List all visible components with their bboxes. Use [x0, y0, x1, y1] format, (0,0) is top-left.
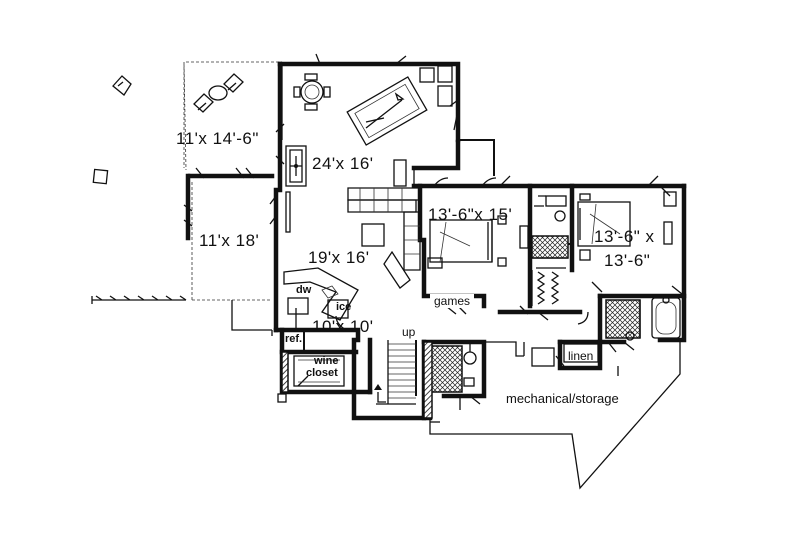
stepping-stone-icon	[112, 75, 132, 96]
staircase	[374, 340, 416, 405]
bed-icon	[577, 201, 631, 247]
stairs-up-label: up	[402, 325, 416, 339]
game-room-furniture	[285, 65, 453, 233]
bedroom-1-label: 13'-6"x 15'	[428, 205, 513, 224]
mechanical-storage-label: mechanical/storage	[506, 391, 619, 406]
wine-label: wine	[314, 355, 339, 367]
family-room-furniture	[283, 187, 421, 321]
patio-furniture-icon	[193, 73, 244, 113]
bed-icon	[429, 219, 493, 263]
patio-left-label: 11'x 18'	[199, 231, 260, 250]
upper-patio-outline	[183, 61, 283, 171]
pool-table-icon	[346, 76, 428, 146]
bedroom-2-label-line2: 13'-6"	[604, 251, 651, 270]
coffee-table-icon	[361, 223, 385, 247]
games-closet-label: games	[430, 294, 475, 308]
fireplace-icon	[285, 145, 307, 187]
family-room-label: 19'x 16'	[308, 248, 370, 267]
dishwasher-label: dw	[296, 284, 312, 296]
bedroom-2-label-line1: 13'-6" x	[594, 227, 655, 246]
bedroom-1-furniture	[427, 215, 529, 269]
stair-bath	[423, 341, 477, 419]
patio-top-label: 11'x 14'-6"	[176, 129, 259, 148]
kitchen-counter-icon	[283, 267, 359, 321]
game-table-icon	[293, 73, 331, 111]
stepping-stone-icon	[277, 393, 287, 403]
game-room-label: 24'x 16'	[312, 154, 374, 173]
kitchenette-label: 10'x 10'	[312, 317, 374, 336]
water-heater	[531, 347, 555, 367]
stepping-stone-icon	[92, 168, 109, 185]
wine-closet	[281, 351, 345, 393]
closet-label: closet	[306, 367, 338, 379]
bedroom-2-bath	[605, 296, 681, 341]
refrigerator-label: ref.	[285, 333, 303, 345]
sink-icon	[327, 299, 349, 319]
armchair-icon	[419, 65, 453, 107]
central-bath	[531, 195, 569, 306]
linen-closet	[563, 343, 599, 363]
sectional-sofa-icon	[347, 187, 421, 289]
ice-maker-label: ice	[336, 301, 352, 313]
bedroom-2-furniture	[577, 191, 677, 261]
door-swings	[269, 53, 683, 410]
exterior-walls	[231, 61, 687, 490]
linen-closet-label: linen	[568, 349, 594, 363]
